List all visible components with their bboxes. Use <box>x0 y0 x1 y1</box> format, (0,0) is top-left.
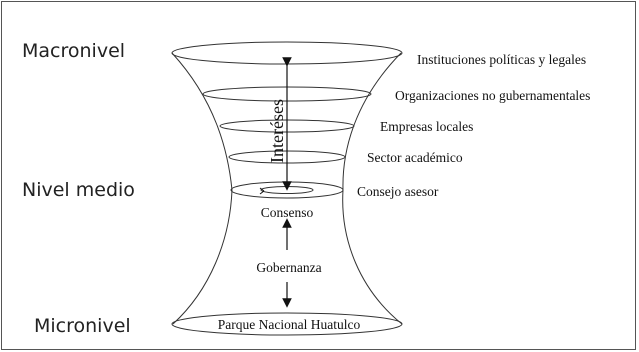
consenso-label: Consenso <box>261 205 314 220</box>
level-micro: Micronivel <box>34 315 131 337</box>
layer-label-academico: Sector académico <box>367 150 463 165</box>
level-medio: Nivel medio <box>22 179 135 201</box>
intereses-label: Interéses <box>267 99 287 163</box>
bottom-ellipse <box>171 312 403 336</box>
layer-label-instituciones: Instituciones políticas y legales <box>417 52 586 67</box>
top-ellipse <box>171 41 403 65</box>
layer-label-ong: Organizaciones no gubernamentales <box>395 88 590 103</box>
circular-arrow <box>259 187 265 195</box>
base-label: Parque Nacional Huatulco <box>218 317 361 332</box>
level-macro: Macronivel <box>22 40 125 62</box>
layer-label-empresas: Empresas locales <box>380 119 473 134</box>
layer-label-consejo: Consejo asesor <box>357 184 439 199</box>
gobernanza-label: Gobernanza <box>256 260 321 275</box>
hourglass-left-edge <box>171 52 233 325</box>
ring-consejo-inner <box>260 186 314 194</box>
